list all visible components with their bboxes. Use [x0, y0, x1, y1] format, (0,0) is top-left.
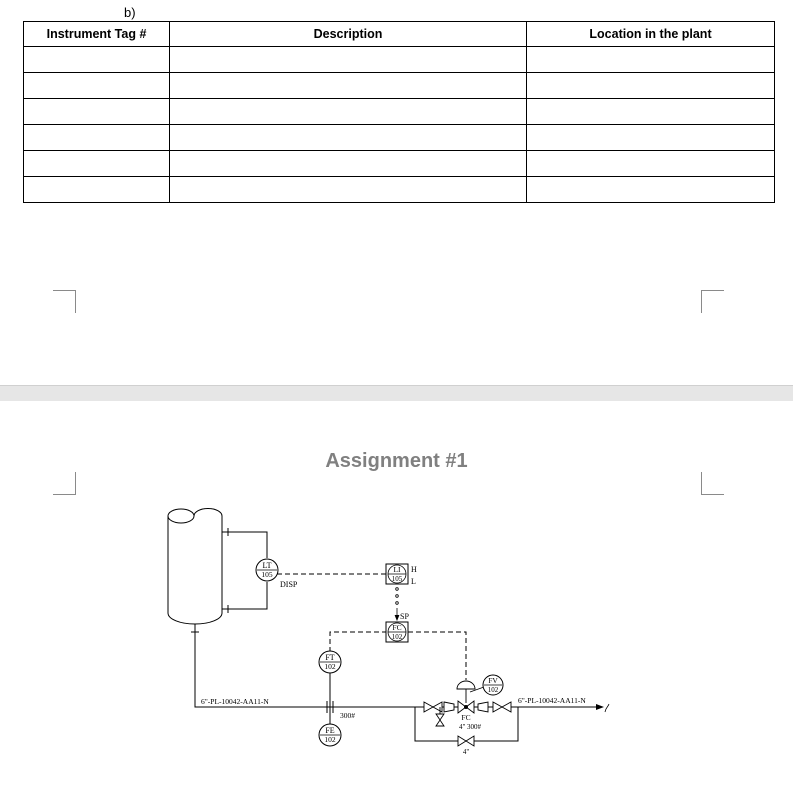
block-valve-downstream-icon — [492, 701, 512, 713]
ft-letters: FT — [325, 653, 334, 662]
fc-number: 102 — [392, 633, 403, 641]
assignment-title: Assignment #1 — [325, 450, 468, 472]
table-cell[interactable] — [23, 176, 170, 203]
level-tap-upper — [222, 531, 268, 558]
fc-controller[interactable]: FC 102 — [385, 621, 409, 643]
bypass-valve-icon — [457, 735, 475, 747]
table-header-row: Instrument Tag # Description Location in… — [23, 21, 775, 47]
table-cell[interactable] — [23, 46, 170, 73]
table-row — [23, 150, 775, 177]
header-description: Description — [169, 21, 527, 47]
bypass-size-label: 4" — [463, 748, 470, 756]
section-label: b) — [124, 5, 136, 20]
line-number-outlet: 6"-PL-10042-AA11-N — [518, 696, 586, 705]
ft-number: 102 — [324, 662, 336, 671]
table-cell[interactable] — [169, 150, 527, 177]
page-margin-corner-top-right — [701, 472, 724, 495]
reducer-downstream-icon — [477, 701, 489, 713]
fv-number: 102 — [488, 686, 499, 694]
table-cell[interactable] — [169, 124, 527, 151]
table-cell[interactable] — [526, 150, 775, 177]
li-number: 105 — [392, 575, 403, 583]
block-valve-upstream-icon — [423, 701, 443, 713]
lt-letters: LT — [262, 561, 271, 570]
software-link — [394, 587, 400, 622]
vessel-drum — [167, 508, 223, 625]
fe-number: 102 — [324, 735, 336, 744]
valve-size-rating: 4" 300# — [459, 723, 482, 731]
alarm-low-label: L — [411, 577, 416, 586]
valve-fail-position: FC — [461, 713, 470, 722]
page-margin-corner-bottom-left — [53, 290, 76, 313]
fv-letters: FV — [488, 676, 498, 685]
li-display[interactable]: LI 105 — [385, 563, 409, 585]
table-cell[interactable] — [526, 46, 775, 73]
fc-letters: FC — [392, 623, 401, 632]
table-cell[interactable] — [526, 176, 775, 203]
valve-actuator-icon — [456, 680, 476, 703]
li-letters: LI — [393, 565, 401, 574]
drain-valve-icon — [435, 707, 445, 727]
disp-label: DISP — [280, 580, 298, 589]
outlet-pipe — [194, 624, 415, 708]
table-row — [23, 124, 775, 151]
lt-number: 105 — [261, 570, 273, 579]
flow-arrow-icon — [596, 703, 610, 713]
fe-bubble[interactable]: FE 102 — [318, 723, 342, 747]
fv-bubble[interactable]: FV 102 — [469, 674, 504, 696]
page-margin-corner-bottom-right — [701, 290, 724, 313]
table-row — [23, 176, 775, 203]
flange-rating-label: 300# — [340, 711, 355, 720]
line-number-inlet: 6"-PL-10042-AA11-N — [201, 697, 269, 706]
table-cell[interactable] — [169, 176, 527, 203]
setpoint-label: SP — [400, 612, 409, 621]
instrument-table: Instrument Tag # Description Location in… — [23, 21, 775, 203]
reducer-upstream-icon — [443, 701, 455, 713]
table-cell[interactable] — [169, 46, 527, 73]
fe-letters: FE — [325, 726, 334, 735]
page-margin-corner-top-left — [53, 472, 76, 495]
level-tap-lower — [222, 582, 268, 610]
ft-bubble[interactable]: FT 102 — [318, 650, 342, 674]
alarm-high-label: H — [411, 565, 417, 574]
table-cell[interactable] — [526, 124, 775, 151]
signal-fc-to-fv — [408, 631, 467, 680]
header-instrument-tag: Instrument Tag # — [23, 21, 170, 47]
signal-ft-to-fc — [329, 631, 386, 652]
table-row — [23, 46, 775, 73]
lt-bubble[interactable]: LT 105 — [255, 558, 279, 582]
